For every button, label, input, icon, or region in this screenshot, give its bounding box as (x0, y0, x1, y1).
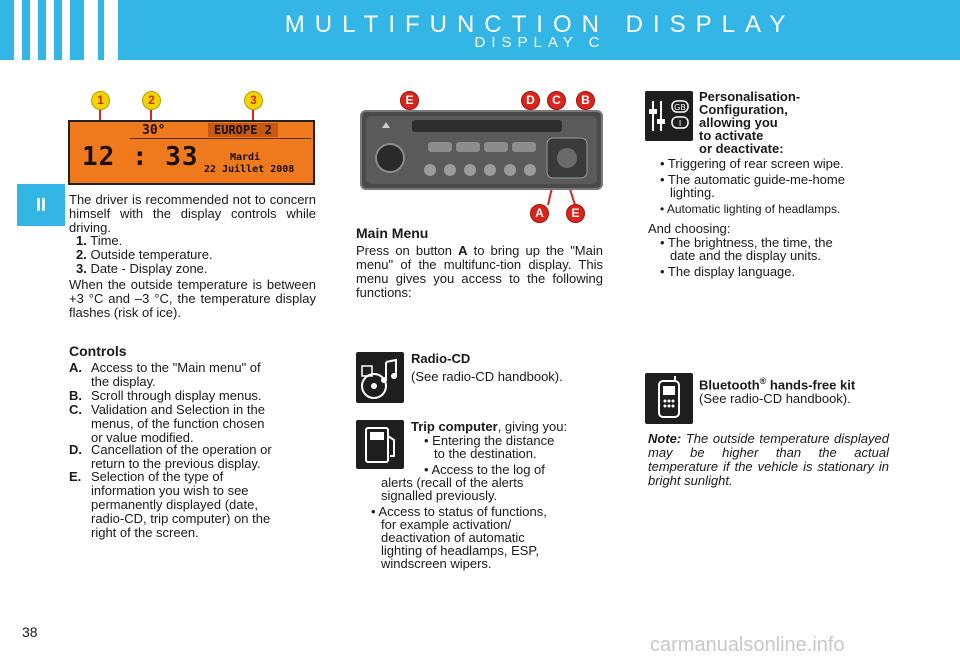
callout-2: 2 (142, 91, 161, 110)
personalisation-title-5: or deactivate: (699, 141, 784, 156)
header-stripe (46, 0, 54, 60)
trip-bullet: • Access to status of functions, (371, 504, 547, 519)
page-number: 38 (22, 624, 38, 640)
control-item-b: B. Scroll through display menus. (69, 388, 262, 403)
temperature-note: Note: The outside temperature displayed … (648, 431, 889, 488)
personalisation-bullet: • Automatic lighting of headlamps. (660, 202, 841, 216)
mobile-phone-icon (645, 373, 693, 424)
callout-e-bottom: E (566, 204, 585, 223)
lcd-date: 22 Juillet 2008 (204, 164, 295, 175)
svg-text:GB: GB (674, 103, 686, 112)
header-stripe (62, 0, 70, 60)
callout-3: 3 (244, 91, 263, 110)
personalisation-bullet: • The automatic guide-me-home (660, 172, 845, 187)
callout-a: A (530, 204, 549, 223)
choosing-bullet-cont: date and the display units. (670, 248, 822, 263)
trip-bullet: • Access to the log of (424, 462, 545, 477)
main-menu-heading: Main Menu (356, 225, 429, 241)
personalisation-bullet-cont: lighting. (670, 185, 715, 200)
temperature-flash-note: When the outside temperature is between … (69, 277, 316, 320)
trip-bullet-cont: alerts (recall of the alerts (381, 475, 524, 490)
personalisation-bullet: • Triggering of rear screen wipe. (660, 156, 844, 171)
radio-cd-title: Radio-CD (411, 351, 471, 366)
callout-c: C (547, 91, 566, 110)
personalisation-title-1: Personalisation- (699, 89, 801, 104)
lcd-day: Mardi (230, 152, 261, 163)
trip-bullet-cont: lighting of headlamps, ESP, (381, 543, 540, 558)
intro-paragraph: The driver is recommended not to concern… (69, 192, 316, 235)
choosing-bullet: • The brightness, the time, the (660, 235, 833, 250)
list-item: 1. Time. (76, 233, 123, 248)
control-item-d: D. Cancellation of the operation or retu… (69, 442, 272, 471)
trip-bullet-cont: to the destination. (434, 446, 537, 461)
choosing-bullet: • The display language. (660, 264, 796, 279)
personalisation-title-2: Configuration, (699, 102, 788, 117)
lcd-divider (130, 138, 311, 139)
trip-bullet-cont: deactivation of automatic (381, 530, 525, 545)
callout-e-top: E (400, 91, 419, 110)
callout-d: D (521, 91, 540, 110)
control-item-c: C. Validation and Selection in the menus… (69, 402, 265, 445)
trip-bullet-cont: for example activation/ (381, 517, 512, 532)
trip-bullet: • Entering the distance (424, 433, 555, 448)
watermark: carmanualsonline.info (650, 634, 845, 656)
control-item-e: E. Selection of the type of information … (69, 469, 271, 540)
header-stripe (30, 0, 38, 60)
page-title: MULTIFUNCTION DISPLAY (284, 11, 796, 38)
radio-faceplate (366, 116, 597, 184)
radio-cd-text: (See radio-CD handbook). (411, 369, 563, 384)
settings-sliders-icon: GB I (645, 91, 693, 141)
chapter-tab: II (17, 184, 65, 226)
choosing-label: And choosing: (648, 221, 731, 236)
trip-bullet-cont: signalled previously. (381, 488, 498, 503)
lcd-temperature: 30° (142, 123, 166, 138)
header-stripe (14, 0, 22, 60)
personalisation-title-4: to activate (699, 128, 764, 143)
list-item: 2. Outside temperature. (76, 247, 213, 262)
callout-1: 1 (91, 91, 110, 110)
svg-text:I: I (679, 119, 681, 128)
bluetooth-title: Bluetooth® hands-free kit (699, 376, 856, 393)
music-cd-icon (356, 352, 404, 403)
page-header: MULTIFUNCTION DISPLAY DISPLAY C (0, 0, 960, 60)
trip-bullet-cont: windscreen wipers. (381, 556, 492, 571)
lcd-time: 12 : 33 (82, 142, 199, 172)
control-item-a: A. Access to the "Main menu" of the disp… (69, 360, 261, 389)
controls-heading: Controls (69, 343, 127, 359)
radio-unit-image (360, 110, 603, 190)
bluetooth-text: (See radio-CD handbook). (699, 391, 851, 406)
fuel-pump-icon (356, 420, 404, 469)
header-stripe (104, 0, 118, 60)
header-stripe (84, 0, 98, 60)
lcd-display-image: 30° EUROPE 2 12 : 33 Mardi 22 Juillet 20… (68, 120, 315, 185)
main-menu-paragraph: Press on button A to bring up the "Main … (356, 243, 603, 300)
callout-b: B (576, 91, 595, 110)
page-subtitle: DISPLAY C (474, 34, 606, 51)
list-item: 3. Date - Display zone. (76, 261, 208, 276)
personalisation-title-3: allowing you (699, 115, 778, 130)
trip-computer-title: Trip computer, giving you: (411, 419, 568, 434)
lcd-station: EUROPE 2 (208, 123, 278, 137)
